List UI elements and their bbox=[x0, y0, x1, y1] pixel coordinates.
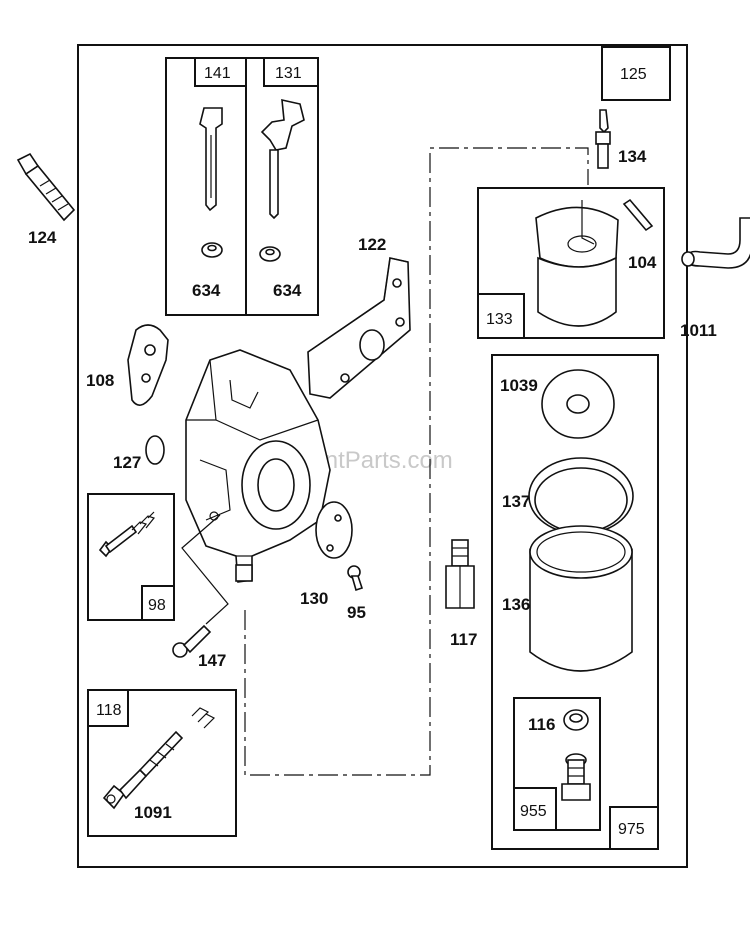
main-jet-1091-part bbox=[102, 707, 216, 810]
bowl-nut-955-part bbox=[561, 753, 591, 801]
box-131-label: 131 bbox=[275, 65, 302, 82]
choke-shaft-part bbox=[259, 98, 305, 262]
box-141-131 bbox=[165, 57, 319, 316]
bolt-124-part bbox=[16, 152, 76, 222]
box-98-label: 98 bbox=[148, 597, 166, 614]
float-133-part bbox=[535, 200, 619, 327]
label-137: 137 bbox=[502, 492, 530, 511]
box-975-label: 975 bbox=[618, 821, 645, 838]
label-134: 134 bbox=[618, 147, 647, 166]
washer-1039-part bbox=[541, 369, 615, 439]
needle-134-part bbox=[595, 109, 611, 169]
washer-116-part bbox=[563, 709, 589, 731]
label-124: 124 bbox=[28, 228, 57, 247]
label-130: 130 bbox=[300, 589, 328, 608]
label-122: 122 bbox=[358, 235, 386, 254]
box-98-frame bbox=[87, 493, 175, 621]
box-125 bbox=[601, 46, 671, 101]
label-127: 127 bbox=[113, 453, 141, 472]
label-116: 116 bbox=[528, 715, 555, 734]
bowl-136-part bbox=[529, 525, 633, 672]
label-634-left: 634 bbox=[192, 281, 221, 300]
box-133-frame bbox=[477, 187, 665, 339]
main-frame bbox=[77, 44, 688, 868]
label-1039: 1039 bbox=[500, 376, 538, 395]
label-104: 104 bbox=[628, 253, 657, 272]
spacer-122-part bbox=[307, 257, 411, 399]
carburetor-body-part bbox=[185, 349, 331, 583]
box-131 bbox=[263, 57, 319, 87]
box-98 bbox=[141, 585, 175, 621]
box-133 bbox=[477, 293, 525, 339]
box-141-label: 141 bbox=[204, 65, 231, 82]
label-108: 108 bbox=[86, 371, 114, 390]
screw-147-part bbox=[172, 624, 212, 658]
box-975 bbox=[609, 806, 659, 850]
pin-104-part bbox=[622, 198, 654, 232]
linkage-line bbox=[244, 147, 589, 776]
throttle-shaft-part bbox=[199, 107, 223, 258]
box-955-label: 955 bbox=[520, 803, 547, 820]
box-975-frame bbox=[491, 354, 659, 850]
fitting-117-part bbox=[445, 539, 475, 609]
label-136: 136 bbox=[502, 595, 530, 614]
label-634-right: 634 bbox=[273, 281, 302, 300]
box-141 bbox=[194, 57, 247, 87]
plate-108-part bbox=[127, 324, 169, 406]
box-118-label: 118 bbox=[96, 702, 122, 719]
hose-1011-part bbox=[681, 217, 750, 269]
box-133-label: 133 bbox=[486, 311, 513, 328]
label-1011: 1011 bbox=[680, 321, 717, 340]
box-118-frame bbox=[87, 689, 237, 837]
gasket-137-part bbox=[528, 457, 634, 535]
box-118 bbox=[87, 689, 129, 727]
idle-screw-98-part bbox=[98, 511, 156, 558]
box-955 bbox=[513, 787, 557, 831]
leader-147 bbox=[181, 514, 229, 625]
label-95: 95 bbox=[347, 603, 366, 622]
diaphragm-130-part bbox=[315, 501, 353, 559]
box-125-label: 125 bbox=[620, 66, 647, 83]
label-147: 147 bbox=[198, 651, 226, 670]
ring-127-part bbox=[145, 435, 165, 465]
label-117: 117 bbox=[450, 630, 477, 649]
label-1091: 1091 bbox=[134, 803, 172, 822]
screw-95-part bbox=[347, 565, 364, 592]
